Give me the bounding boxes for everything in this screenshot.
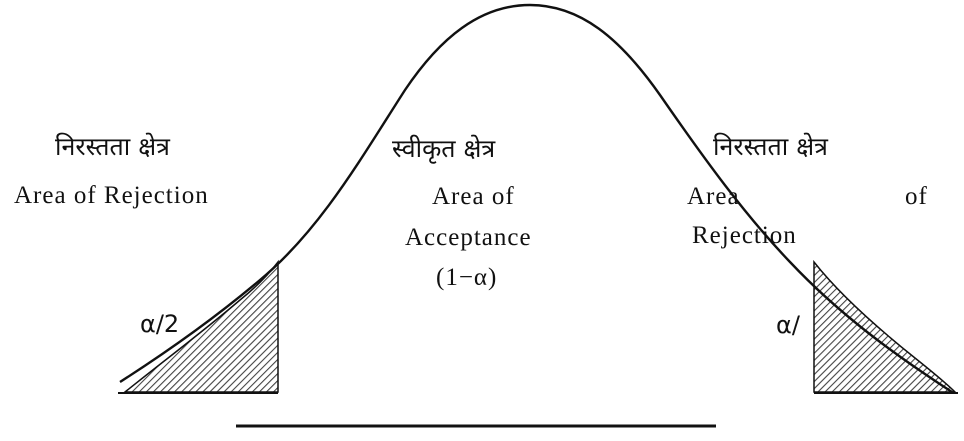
center-region-english-line2: Acceptance <box>405 224 532 251</box>
left-region-english-label: Area of Rejection <box>14 182 209 209</box>
right-region-english-line2: Rejection <box>692 222 797 249</box>
right-region-english-line1-end: of <box>905 183 928 210</box>
right-rejection-shaded-area <box>813 259 957 393</box>
center-region-hindi-label: स्वीकृत क्षेत्र <box>392 134 496 163</box>
left-region-hindi-label: निरस्तता क्षेत्र <box>55 132 170 161</box>
bell-curve <box>119 3 953 394</box>
right-tail-alpha-label: α/ <box>776 311 800 339</box>
left-tail-alpha-label: α/2 <box>140 310 180 338</box>
right-region-english-line1-start: Area <box>687 183 740 210</box>
center-region-alpha-label: (1−α) <box>436 264 498 291</box>
right-region-hindi-label: निरस्तता क्षेत्र <box>713 132 828 161</box>
center-region-english-line1: Area of <box>432 183 515 210</box>
